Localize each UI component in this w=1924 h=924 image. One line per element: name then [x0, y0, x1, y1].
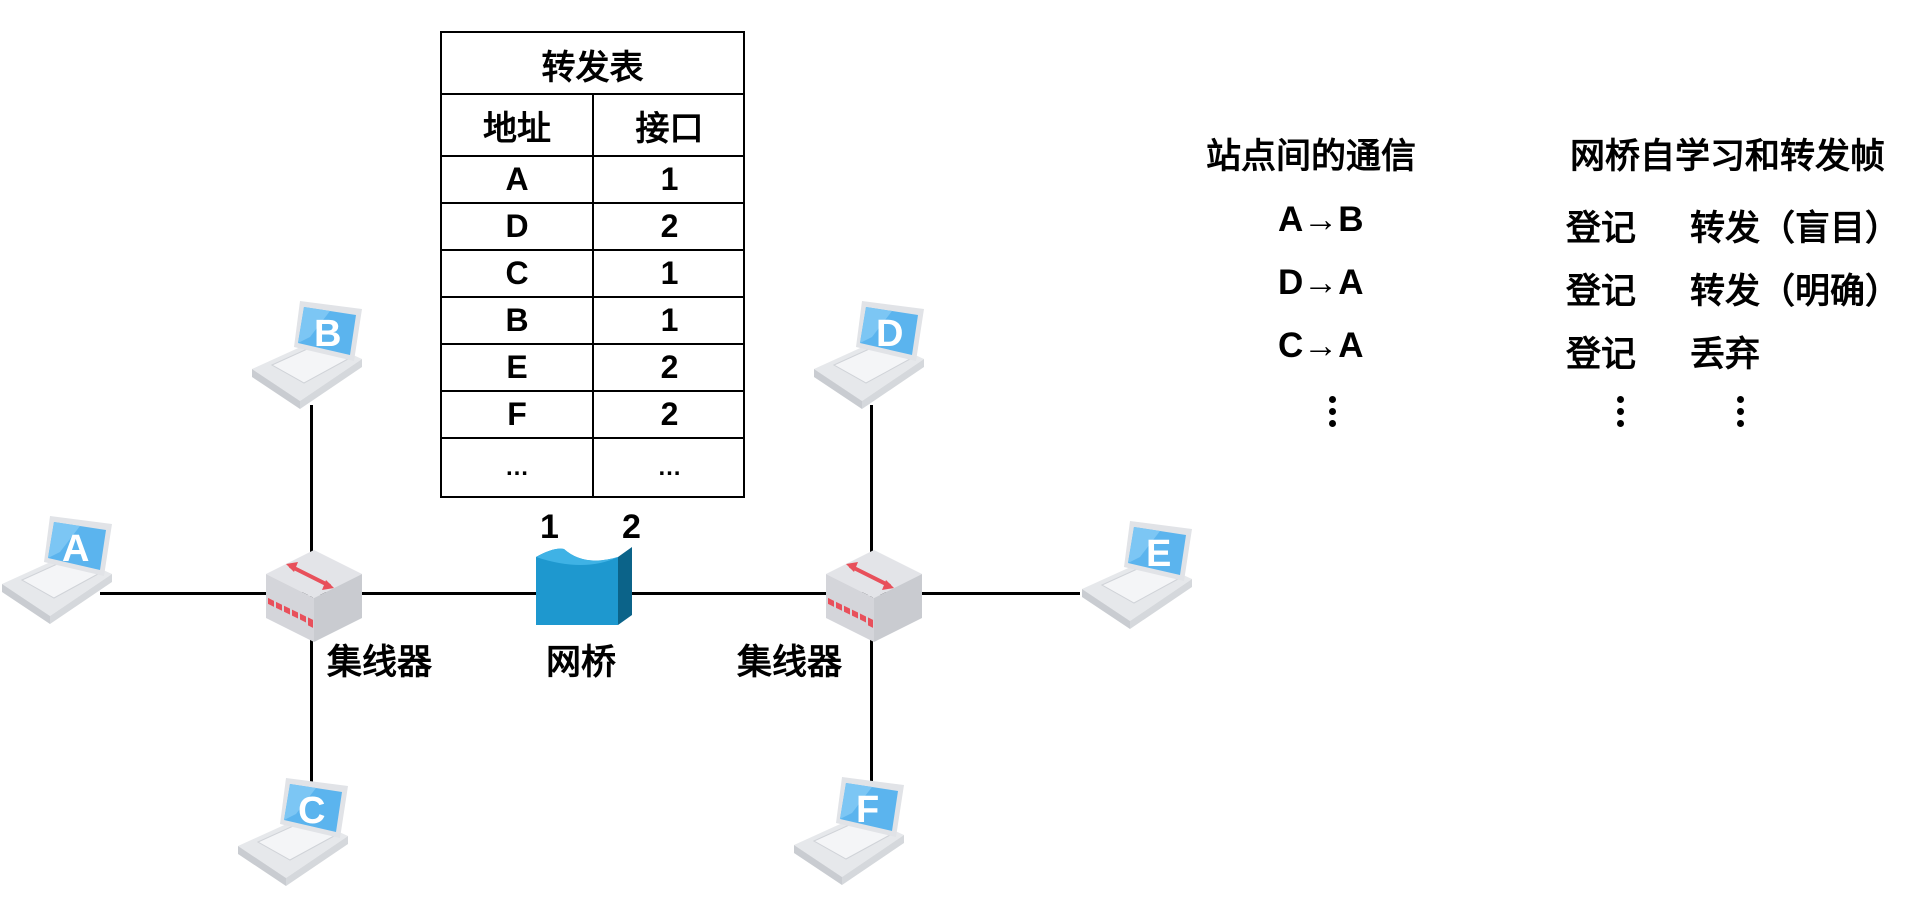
- address-cell: C: [442, 251, 594, 296]
- table-row: C 1: [442, 249, 743, 296]
- column-header-address: 地址: [442, 95, 594, 155]
- right-column-header: 网桥自学习和转发帧: [1570, 137, 1886, 177]
- address-cell: F: [442, 392, 594, 437]
- table-row: E 2: [442, 343, 743, 390]
- table-row: F 2: [442, 390, 743, 437]
- left-column-header: 站点间的通信: [1206, 137, 1417, 177]
- laptop-icon: [794, 777, 904, 885]
- station-b-letter: B: [314, 313, 342, 355]
- forwarding-table: 转发表 地址 接口 A 1 D 2 C 1 B 1 E 2 F 2 … …: [440, 31, 745, 498]
- action-row-1: 转发（盲目）: [1690, 209, 1901, 249]
- hub-right-icon: [826, 550, 922, 642]
- station-e-letter: E: [1146, 533, 1172, 575]
- learn-row-3: 登记: [1566, 335, 1637, 375]
- continuation-dots-learn: [1617, 396, 1625, 432]
- station-f-letter: F: [856, 789, 880, 831]
- forwarding-table-title: 转发表: [541, 47, 644, 88]
- communication-row-2: D→A: [1278, 263, 1364, 302]
- station-d: D: [812, 297, 932, 412]
- laptop-icon: [1082, 521, 1192, 629]
- station-b: B: [250, 297, 370, 412]
- continuation-dots-communication: [1329, 396, 1337, 432]
- bridge-label: 网桥: [546, 643, 617, 683]
- table-row: … …: [442, 437, 743, 496]
- station-f: F: [792, 773, 912, 888]
- bridge-port-2-label: 2: [622, 508, 641, 546]
- address-cell: A: [442, 157, 594, 202]
- address-cell: B: [442, 298, 594, 343]
- hub-right-label: 集线器: [737, 643, 843, 683]
- forwarding-table-header-row: 地址 接口: [442, 93, 743, 155]
- port-cell: 1: [660, 302, 679, 338]
- laptop-icon: [252, 301, 362, 409]
- station-d-letter: D: [876, 313, 904, 355]
- hub-left-label: 集线器: [327, 643, 433, 683]
- communication-row-1: A→B: [1278, 200, 1364, 239]
- laptop-icon: [238, 778, 348, 886]
- communication-row-3: C→A: [1278, 326, 1364, 365]
- column-header-port: 接口: [635, 109, 704, 148]
- action-row-3: 丢弃: [1690, 335, 1761, 375]
- table-row: B 1: [442, 296, 743, 343]
- station-a: A: [0, 512, 120, 627]
- table-row: D 2: [442, 202, 743, 249]
- address-cell: E: [442, 345, 594, 390]
- hub-left-icon: [266, 550, 362, 642]
- port-cell: 2: [660, 396, 679, 432]
- action-row-2: 转发（明确）: [1690, 272, 1901, 312]
- continuation-dots-action: [1737, 396, 1745, 432]
- laptop-icon: [2, 516, 112, 624]
- station-e: E: [1080, 517, 1200, 632]
- station-c-letter: C: [298, 790, 326, 832]
- table-row: A 1: [442, 155, 743, 202]
- laptop-icon: [814, 301, 924, 409]
- address-cell: D: [442, 204, 594, 249]
- port-cell: 1: [660, 255, 679, 291]
- port-cell: 2: [660, 208, 679, 244]
- cable-hub-right-to-e: [920, 592, 1080, 595]
- port-cell: …: [657, 453, 682, 481]
- port-cell: 2: [660, 349, 679, 385]
- learn-row-1: 登记: [1566, 209, 1637, 249]
- port-cell: 1: [660, 161, 679, 197]
- address-cell: …: [442, 439, 594, 496]
- bridge-icon: [536, 547, 632, 625]
- station-c: C: [236, 774, 356, 889]
- station-a-letter: A: [62, 528, 90, 570]
- learn-row-2: 登记: [1566, 272, 1637, 312]
- bridge-port-1-label: 1: [540, 508, 559, 546]
